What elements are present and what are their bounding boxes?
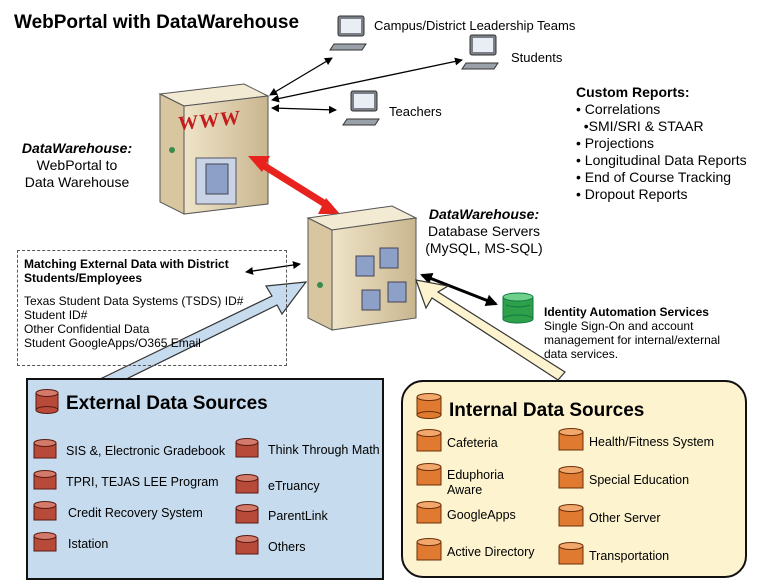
matching-item: Other Confidential Data: [24, 322, 150, 336]
database-icon: [32, 469, 58, 498]
database-icon: [32, 531, 58, 560]
external-big-arrow: [97, 281, 308, 391]
identity-services: Identity Automation Services Single Sign…: [544, 305, 759, 361]
internal-item: Eduphoria Aware: [447, 468, 504, 497]
database-icon: [557, 465, 585, 498]
external-item: eTruancy: [268, 479, 320, 493]
database-icon: [32, 438, 58, 467]
db-server-title: DataWarehouse:: [428, 206, 540, 222]
external-item: Credit Recovery System: [68, 506, 203, 520]
label-teachers: Teachers: [389, 104, 442, 119]
internal-item: Special Education: [589, 473, 690, 487]
database-icon: [415, 500, 443, 533]
database-icon: [415, 428, 443, 461]
matching-item: Student GoogleApps/O365 Email: [24, 336, 201, 350]
database-icon: [35, 389, 59, 414]
identity-database-icon: [502, 292, 534, 324]
internal-sources-panel: Internal Data Sources Cafeteria Eduphori…: [401, 380, 747, 578]
external-item: SIS &, Electronic Gradebook: [66, 444, 226, 458]
matching-box: Matching External Data with District Stu…: [17, 250, 287, 366]
internal-item: Health/Fitness System: [589, 435, 715, 449]
database-icon: [234, 534, 260, 563]
database-icon: [32, 500, 58, 529]
database-icon: [234, 437, 260, 466]
webportal-server-icon: [158, 83, 270, 215]
computer-icon-leadership: [329, 15, 367, 51]
external-item: Others: [268, 540, 306, 554]
page-title: WebPortal with DataWarehouse: [14, 12, 300, 33]
identity-line1: Single Sign-On and account: [544, 319, 694, 333]
internal-item: Cafeteria: [447, 436, 498, 450]
internal-item: Other Server: [589, 511, 661, 525]
custom-reports: Custom Reports: • Correlations •SMI/SRI …: [576, 84, 747, 203]
external-sources-panel: External Data Sources SIS &, Electronic …: [26, 378, 384, 580]
database-icon: [416, 393, 442, 419]
identity-line2: management for internal/external: [544, 333, 721, 347]
external-item: TPRI, TEJAS LEE Program: [66, 475, 219, 489]
internal-item: Active Directory: [447, 545, 535, 559]
database-icon: [415, 537, 443, 570]
identity-title: Identity Automation Services: [544, 305, 709, 319]
webportal-line2: Data Warehouse: [24, 174, 130, 190]
report-item: • Longitudinal Data Reports: [576, 152, 747, 168]
database-server-icon: [306, 205, 418, 331]
report-item: •SMI/SRI & STAAR: [576, 118, 704, 134]
matching-item: Texas Student Data Systems (TSDS) ID#: [24, 294, 244, 308]
label-students: Students: [511, 50, 563, 65]
report-item: • Dropout Reports: [576, 186, 688, 202]
external-item: Think Through Math: [268, 443, 380, 457]
report-item: • Projections: [576, 135, 655, 151]
report-item: • Correlations: [576, 101, 661, 117]
matching-title: Matching External Data with District Stu…: [24, 257, 229, 285]
arrow-matching: [245, 261, 301, 275]
custom-reports-title: Custom Reports:: [576, 84, 690, 100]
webportal-title: DataWarehouse:: [21, 140, 133, 156]
matching-item: Student ID#: [24, 308, 88, 322]
label-leadership: Campus/District Leadership Teams: [374, 18, 576, 33]
webportal-line1: WebPortal to: [36, 157, 118, 173]
database-icon: [234, 473, 260, 502]
database-icon: [557, 541, 585, 574]
external-item: Istation: [68, 537, 109, 551]
external-title: External Data Sources: [66, 393, 268, 414]
computer-icon-students: [461, 34, 499, 70]
database-icon: [234, 503, 260, 532]
db-server-line1: Database Servers: [427, 223, 541, 239]
internal-big-arrow: [415, 279, 566, 381]
internal-title: Internal Data Sources: [449, 400, 645, 421]
identity-line3: data services.: [544, 347, 619, 361]
internal-item: GoogleApps: [447, 508, 516, 522]
db-server-label: DataWarehouse: Database Servers (MySQL, …: [418, 206, 550, 257]
arrow-identity: [420, 273, 498, 306]
database-icon: [557, 503, 585, 536]
computer-icon-teachers: [342, 90, 380, 126]
arrow-students: [271, 57, 463, 103]
db-server-line2: (MySQL, MS-SQL): [425, 240, 543, 256]
database-icon: [415, 462, 443, 495]
webportal-label: DataWarehouse: WebPortal to Data Warehou…: [8, 140, 146, 191]
report-item: • End of Course Tracking: [576, 169, 732, 185]
database-icon: [557, 427, 585, 460]
external-item: ParentLink: [268, 509, 328, 523]
arrow-teachers: [271, 104, 337, 114]
red-arrow: [256, 159, 332, 210]
internal-item: Transportation: [589, 549, 670, 563]
